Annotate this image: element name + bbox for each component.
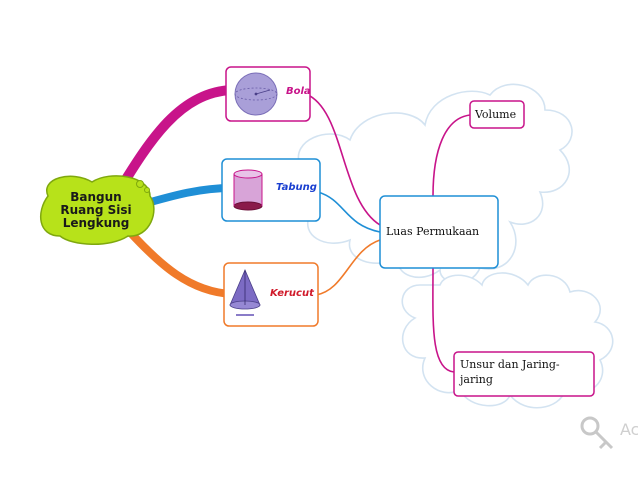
central-node[interactable]	[40, 175, 155, 245]
link-tabung-hub	[317, 191, 381, 233]
label-kerucut: Kerucut	[270, 288, 314, 299]
key-icon	[580, 416, 614, 450]
label-volume: Volume	[475, 108, 517, 121]
sphere-icon	[234, 72, 278, 116]
label-unsur-jaring: Unsur dan Jaring- jaring	[460, 358, 560, 386]
node-luas-permukaan-box[interactable]	[379, 195, 499, 269]
node-volume-box[interactable]	[469, 100, 525, 129]
link-hub-volume	[432, 114, 471, 197]
cylinder-icon	[233, 169, 263, 211]
watermark-text: Ac	[620, 420, 638, 439]
branch-kerucut	[124, 226, 236, 298]
node-unsur-box[interactable]	[453, 351, 595, 397]
label-bola: Bola	[286, 86, 311, 97]
branch-bola	[113, 85, 237, 197]
link-hub-unsur	[432, 267, 455, 373]
central-topic-label: Bangun Ruang Sisi Lengkung	[60, 190, 132, 230]
link-bola-hub	[305, 93, 381, 226]
cone-icon	[229, 268, 261, 316]
link-kerucut-hub	[315, 239, 381, 296]
label-tabung: Tabung	[276, 182, 317, 193]
label-luas-permukaan: Luas Permukaan	[386, 225, 480, 238]
